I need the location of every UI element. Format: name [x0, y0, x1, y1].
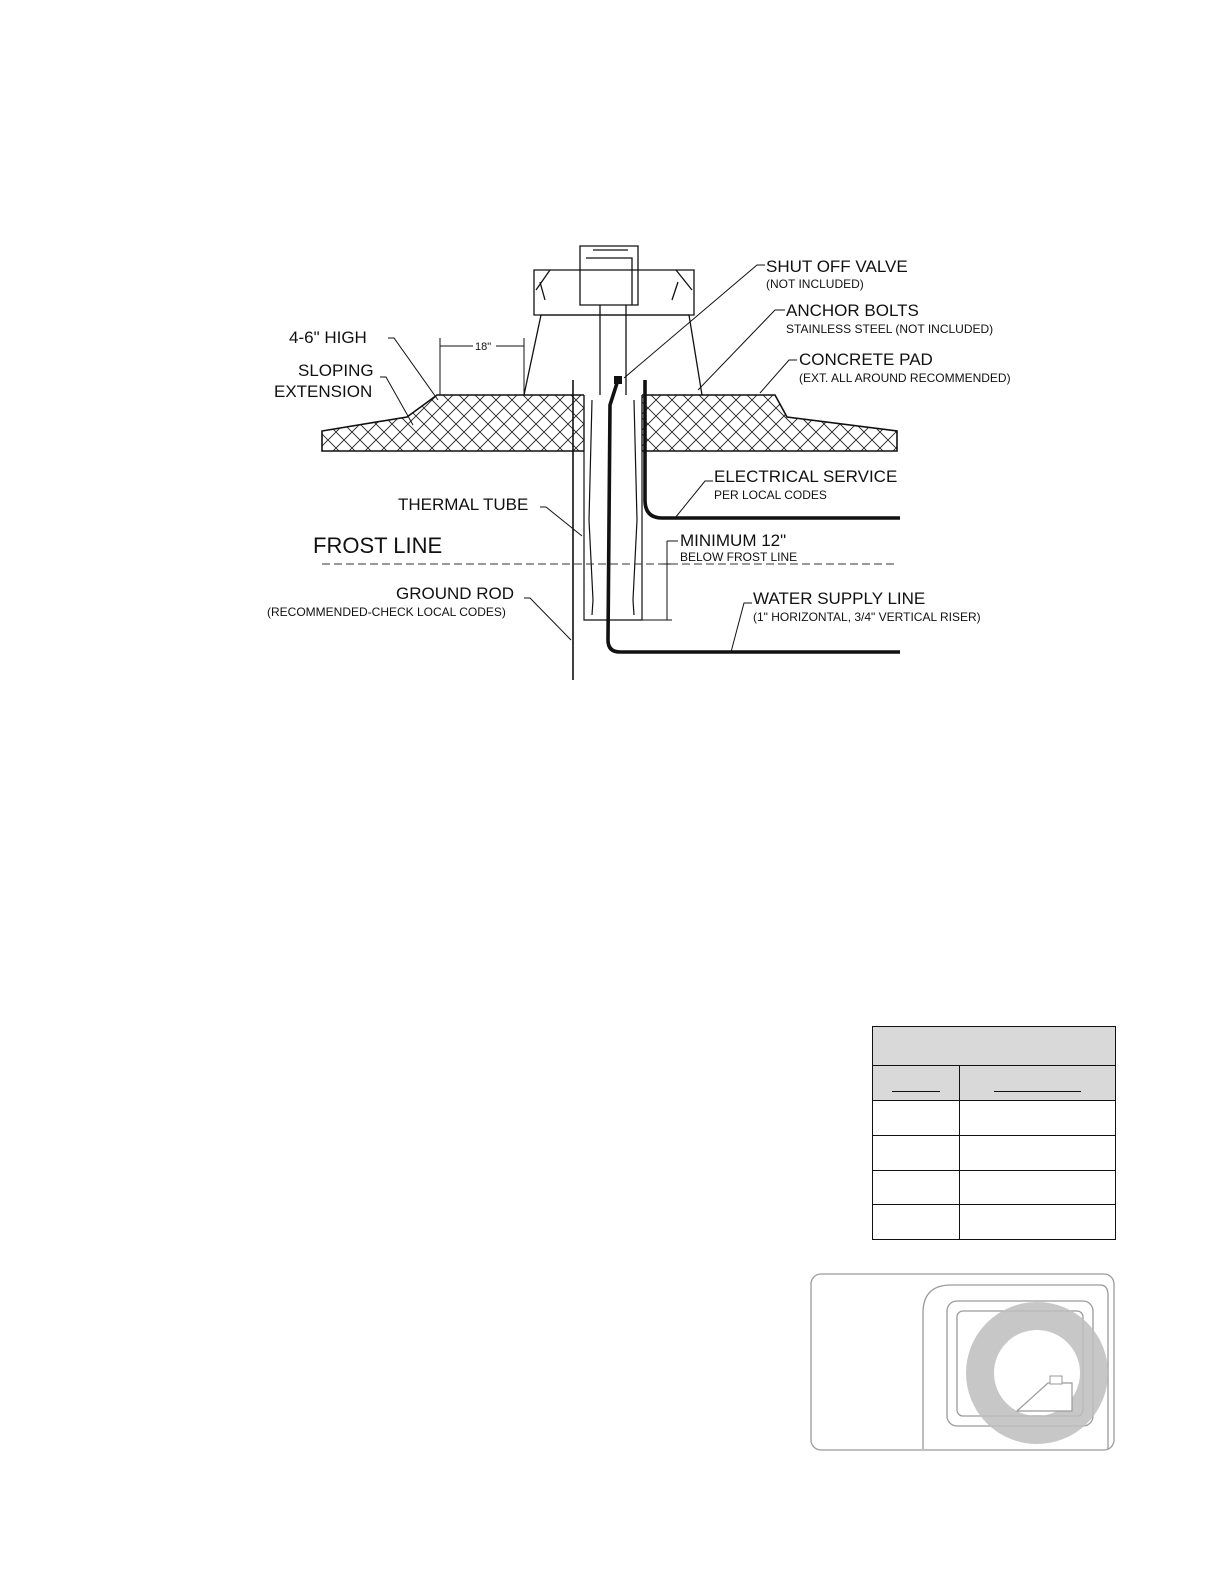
table-row	[871, 1169, 1116, 1206]
table-row	[871, 1100, 1116, 1137]
electrical-service-line	[643, 380, 900, 520]
label-ground-rod: GROUND ROD	[396, 584, 514, 603]
shut-off-valve	[614, 376, 622, 384]
dimension-minimum	[642, 540, 678, 621]
label-shut-off-valve: SHUT OFF VALVE	[766, 257, 908, 276]
label-electrical-service: ELECTRICAL SERVICE	[714, 467, 897, 486]
label-sloping: SLOPING	[298, 361, 374, 380]
logo-mark	[810, 1273, 1115, 1451]
label-water-supply: WATER SUPPLY LINE	[753, 589, 925, 608]
hydrant-unit	[523, 245, 703, 396]
label-frost-line: FROST LINE	[313, 533, 442, 558]
label-concrete-pad-note: (EXT. ALL AROUND RECOMMENDED)	[799, 371, 1011, 385]
label-minimum: MINIMUM 12"	[680, 531, 786, 550]
spec-table	[871, 1026, 1116, 1240]
leader-lines	[380, 264, 797, 653]
table-subheader-left	[871, 1064, 961, 1102]
label-anchor-bolts: ANCHOR BOLTS	[786, 301, 919, 320]
table-header	[872, 1026, 1116, 1066]
label-dimension-18: 18"	[475, 341, 491, 353]
label-ground-rod-note: (RECOMMENDED-CHECK LOCAL CODES)	[267, 605, 506, 619]
label-high: 4-6" HIGH	[289, 328, 367, 347]
table-row	[871, 1135, 1116, 1171]
thermal-tube	[583, 395, 643, 621]
label-concrete-pad: CONCRETE PAD	[799, 350, 933, 369]
table-subheader-right	[959, 1064, 1116, 1102]
label-minimum-note: BELOW FROST LINE	[680, 550, 797, 564]
label-water-supply-note: (1" HORIZONTAL, 3/4" VERTICAL RISER)	[753, 610, 981, 624]
installation-diagram: SHUT OFF VALVE (NOT INCLUDED) ANCHOR BOL…	[267, 245, 1011, 680]
label-anchor-bolts-note: STAINLESS STEEL (NOT INCLUDED)	[786, 322, 993, 336]
label-shut-off-valve-note: (NOT INCLUDED)	[766, 277, 864, 291]
label-thermal-tube: THERMAL TUBE	[398, 495, 528, 514]
dimension-18	[439, 338, 525, 395]
label-extension: EXTENSION	[274, 382, 372, 401]
water-supply-line	[606, 379, 900, 654]
table-row	[871, 1204, 1116, 1240]
label-electrical-service-note: PER LOCAL CODES	[714, 488, 827, 502]
